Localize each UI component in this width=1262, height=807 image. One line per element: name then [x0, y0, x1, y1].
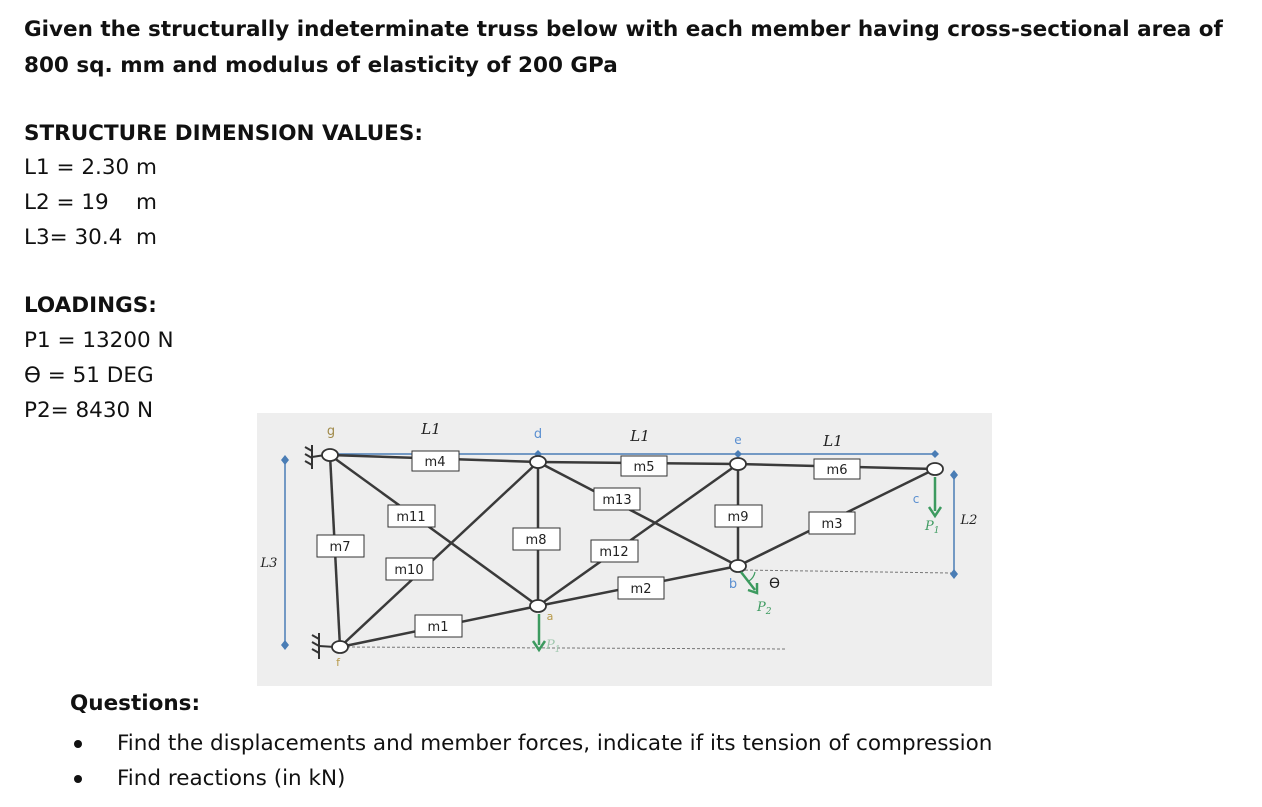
- loading-theta: ϴ = 51 DEG: [24, 363, 154, 388]
- member-m2-box: [617, 576, 665, 600]
- l2-top-marker: [950, 470, 958, 480]
- member-m8-box: [512, 527, 561, 551]
- member-m12-box: [590, 539, 639, 563]
- member-m6-label: m6: [827, 463, 848, 478]
- question-text: Find the displacements and member forces…: [117, 731, 993, 756]
- member-m11-label: m11: [396, 510, 425, 525]
- problem-statement: Given the structurally indeterminate tru…: [24, 17, 1223, 78]
- joint-d: [529, 455, 547, 469]
- loading-p1: P1 = 13200 N: [24, 328, 174, 353]
- member-m9-label: m9: [728, 510, 749, 525]
- joint-b: [729, 559, 747, 573]
- member-m13-line: [537, 460, 739, 568]
- member-m12-label: m12: [599, 545, 628, 560]
- joint-f: [331, 640, 349, 654]
- member-m10-label: m10: [394, 563, 423, 578]
- bottom-reference-line: [341, 646, 788, 650]
- bullet-icon: [74, 740, 82, 748]
- member-m9-box: [714, 504, 763, 528]
- truss-members: [328, 453, 936, 649]
- p1-arrow-a-head: [531, 640, 547, 653]
- l2-label: L2: [960, 513, 978, 528]
- p2-label: P2: [756, 600, 772, 617]
- member-m5-box: [620, 455, 668, 477]
- l1-label-2: L1: [629, 427, 650, 445]
- member-m10-line: [339, 461, 539, 648]
- member-m11-box: [387, 504, 436, 528]
- member-m8-label: m8: [526, 533, 547, 548]
- node-label-g: g: [327, 424, 335, 439]
- p1-arrow-right-head: [927, 506, 943, 519]
- questions-heading: Questions:: [70, 691, 201, 716]
- member-m10-box: [385, 557, 434, 581]
- dimensions-heading: STRUCTURE DIMENSION VALUES:: [24, 121, 423, 146]
- bullet-icon: [74, 775, 82, 783]
- l3-top-marker: [281, 455, 289, 465]
- member-m6-box: [813, 458, 861, 480]
- node-label-a: a: [547, 610, 554, 623]
- joint-g: [321, 448, 339, 462]
- p1-label-right: P1: [924, 519, 939, 536]
- loading-p2: P2= 8430 N: [24, 398, 154, 423]
- dimension-l2: L2 = 19 m: [24, 190, 157, 215]
- member-m7-label: m7: [330, 540, 351, 555]
- truss-diagram: L1 L1 L1 L3 L2 g d e c b a f P1 P1 P2 ϴ …: [260, 420, 978, 669]
- truss-joints: [321, 448, 944, 654]
- member-m11-line: [329, 453, 539, 608]
- l3-bottom-marker: [281, 640, 289, 650]
- node-label-f: f: [336, 656, 341, 669]
- member-m1-label: m1: [428, 620, 449, 635]
- p1-label-a: P1: [545, 638, 560, 655]
- theta-label: ϴ: [769, 576, 780, 592]
- dimension-l3: L3= 30.4 m: [24, 225, 157, 250]
- p1-reference-line: [739, 569, 953, 574]
- questions-list: Find the displacements and member forces…: [70, 726, 992, 796]
- p2-arrow-head: [747, 583, 759, 595]
- member-m12-line: [537, 462, 739, 608]
- joint-c: [926, 462, 944, 476]
- member-m13-box: [593, 487, 641, 511]
- question-text: Find reactions (in kN): [117, 766, 346, 791]
- l1-label-1: L1: [420, 420, 441, 438]
- right-marker: [931, 450, 939, 458]
- loadings-heading: LOADINGS:: [24, 293, 157, 318]
- truss-figure: L1 L1 L1 L3 L2 g d e c b a f P1 P1 P2 ϴ …: [257, 413, 992, 686]
- node-label-b: b: [729, 577, 737, 592]
- node-label-e: e: [734, 433, 741, 447]
- node-label-c: c: [913, 492, 920, 506]
- member-m4-label: m4: [425, 455, 446, 470]
- l3-label: L3: [260, 556, 278, 571]
- member-m4-box: [411, 450, 460, 472]
- p2-arrow: [740, 571, 756, 591]
- question-item: Find reactions (in kN): [70, 761, 992, 796]
- load-arrows: [531, 477, 943, 653]
- node-label-d: d: [534, 427, 542, 442]
- member-m13-label: m13: [602, 493, 631, 508]
- member-m3-box: [808, 511, 856, 535]
- theta-arc: [748, 571, 756, 582]
- joint-e: [729, 457, 747, 471]
- joint-a: [529, 599, 547, 613]
- l1-label-3: L1: [822, 432, 843, 450]
- l2-bottom-marker: [950, 569, 958, 579]
- e-marker: [734, 450, 742, 458]
- member-m7-box: [316, 534, 365, 558]
- question-item: Find the displacements and member forces…: [70, 726, 992, 761]
- dimension-l1: L1 = 2.30 m: [24, 155, 157, 180]
- member-m5-label: m5: [634, 460, 655, 475]
- member-m3-label: m3: [822, 517, 843, 532]
- member-m1-box: [414, 614, 463, 638]
- member-m2-label: m2: [631, 582, 652, 597]
